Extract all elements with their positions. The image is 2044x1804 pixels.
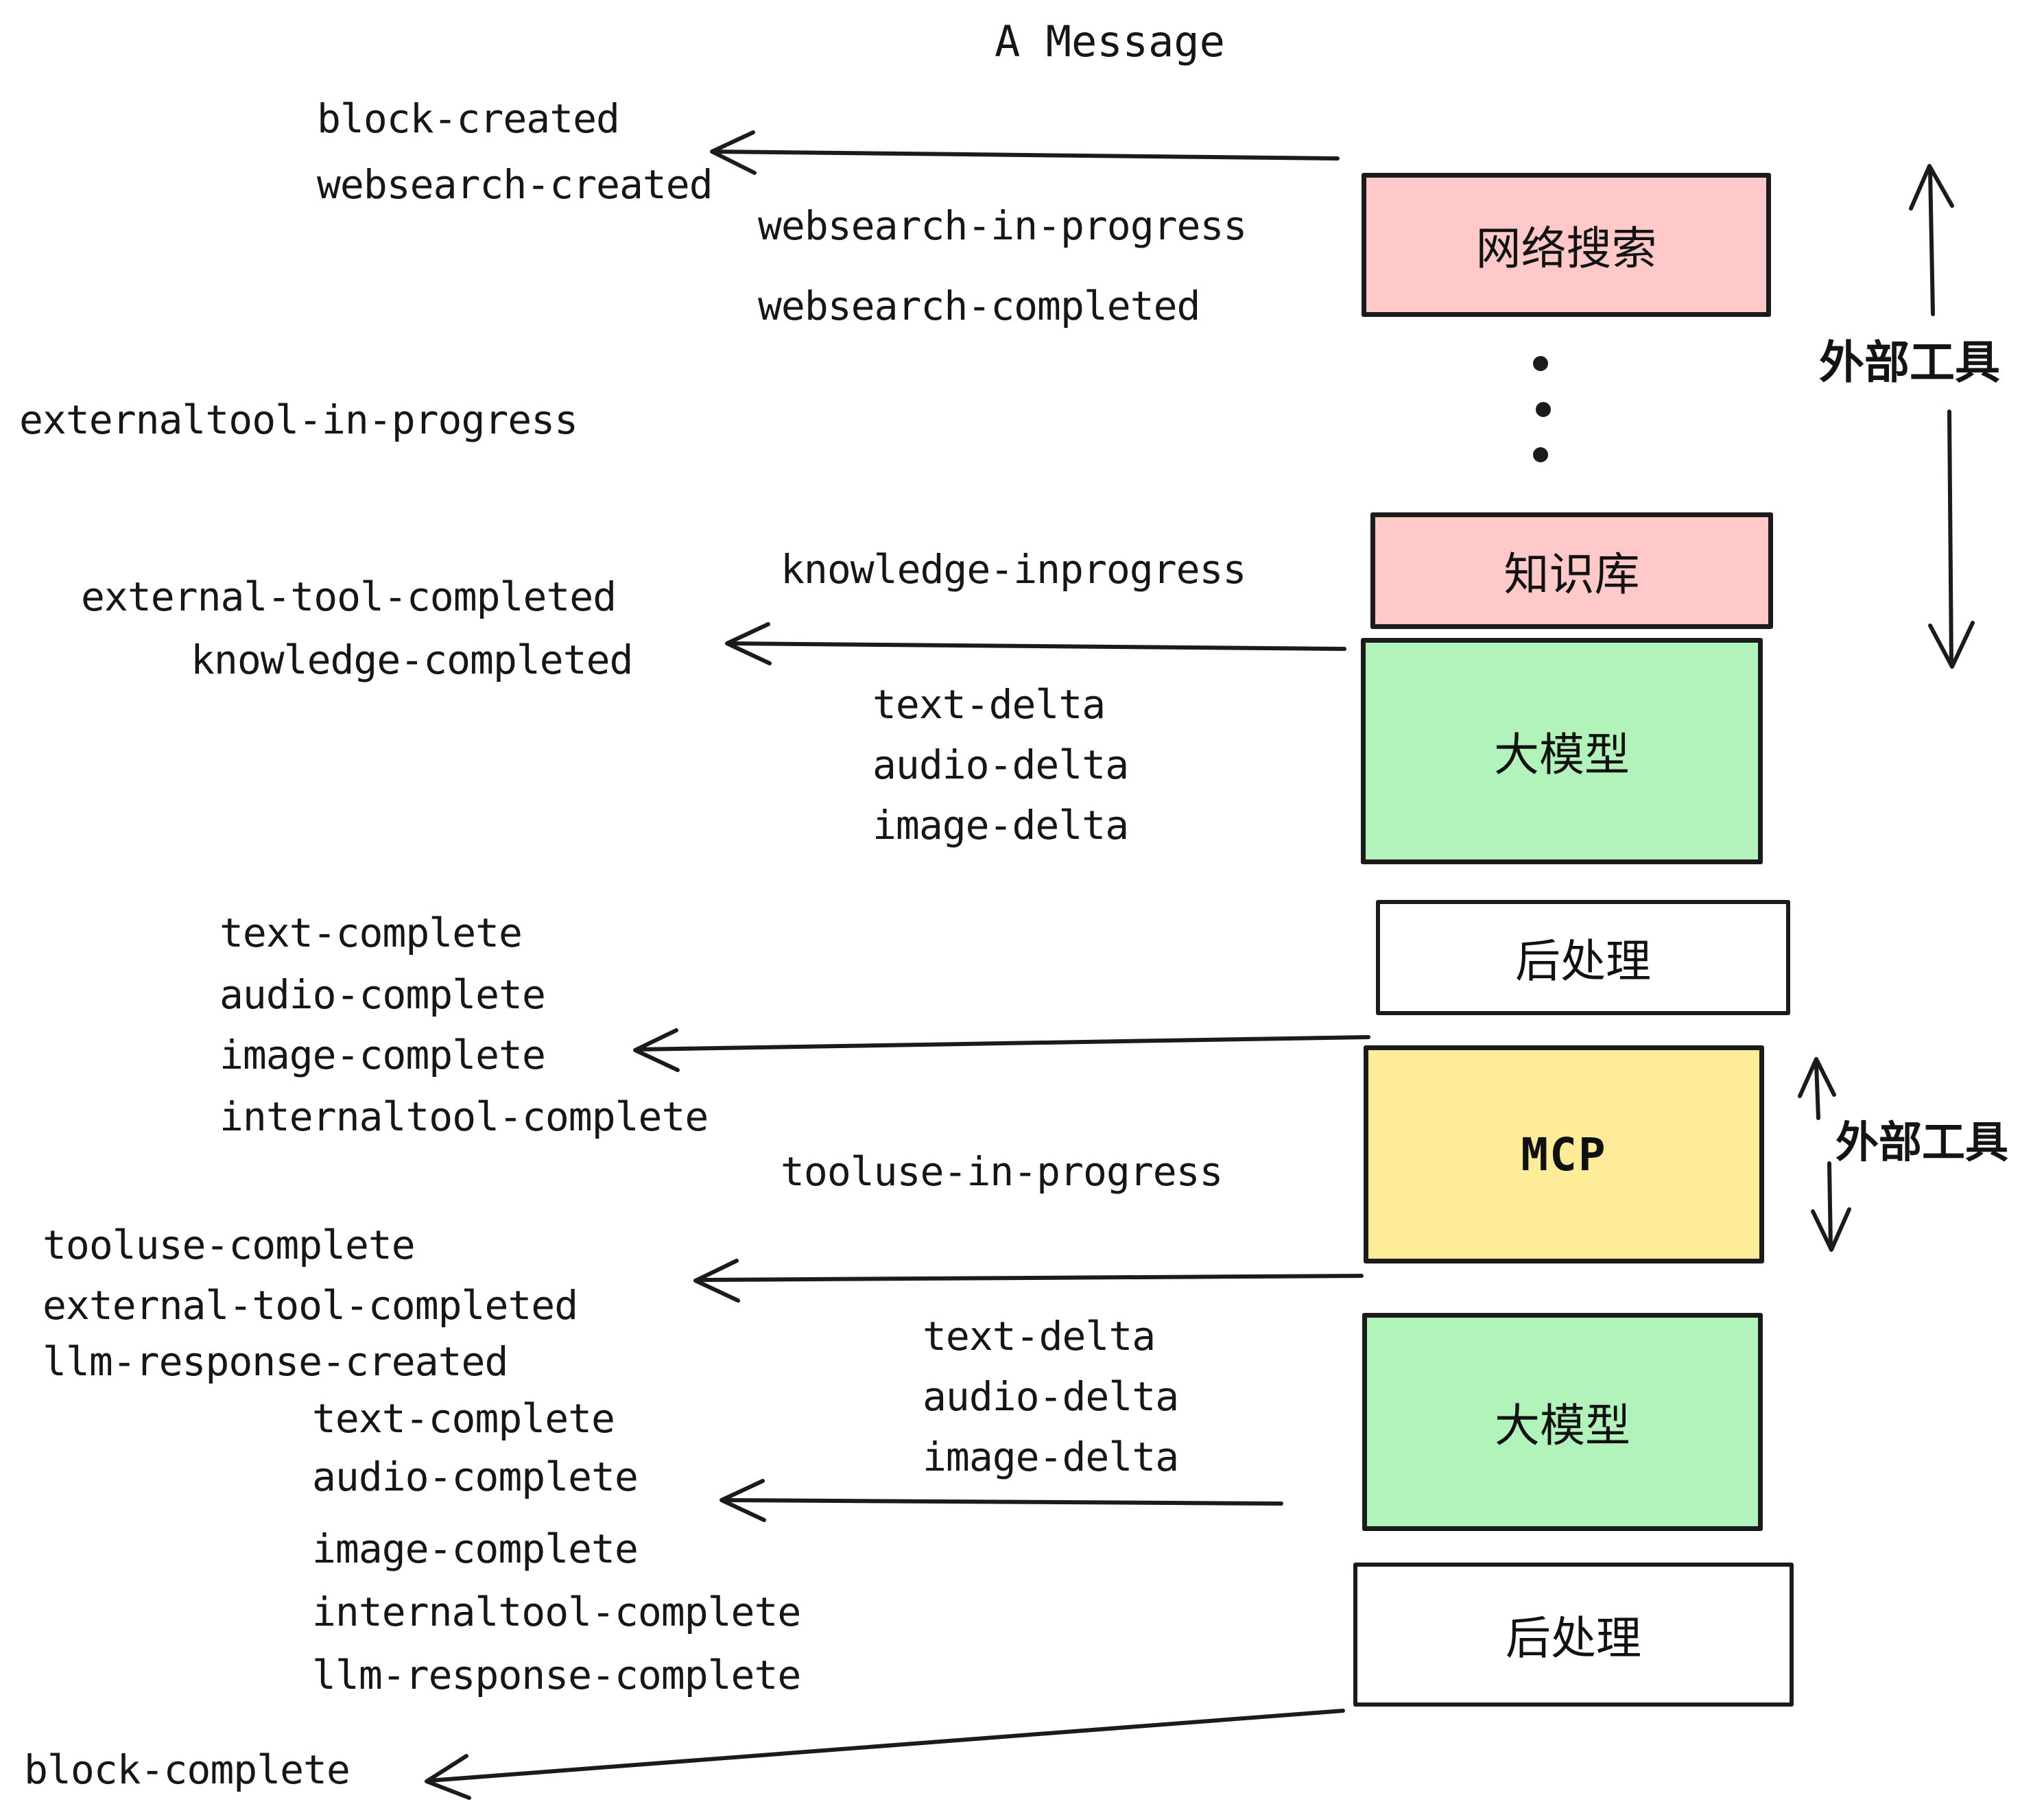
page-title: A Message bbox=[995, 16, 1225, 67]
box-postprocess-2-label: 后处理 bbox=[1506, 1612, 1641, 1665]
event-label-websearch-completed: websearch-completed bbox=[758, 283, 1200, 329]
box-knowledge-base-label: 知识库 bbox=[1504, 548, 1640, 601]
arrow-tooluse-complete bbox=[693, 1259, 1364, 1303]
event-label-external-tool-completed: external-tool-completed bbox=[81, 573, 617, 620]
event-label-internaltool-complete-2: internaltool-complete bbox=[312, 1589, 801, 1635]
event-label-image-complete: image-complete bbox=[219, 1032, 546, 1078]
box-websearch: 网络搜索 bbox=[1362, 173, 1771, 317]
box-postprocess-2: 后处理 bbox=[1353, 1563, 1794, 1707]
event-label-image-delta-2: image-delta bbox=[923, 1434, 1179, 1480]
box-knowledge-base: 知识库 bbox=[1370, 512, 1773, 629]
ellipsis-dots-icon bbox=[1533, 356, 1551, 462]
event-label-block-complete: block-complete bbox=[24, 1746, 350, 1793]
arrow-block-complete bbox=[425, 1709, 1345, 1800]
event-label-text-complete: text-complete bbox=[219, 910, 523, 956]
arrow-audio-complete bbox=[720, 1479, 1283, 1522]
event-label-external-tool-completed-2: external-tool-completed bbox=[43, 1282, 578, 1329]
box-postprocess-1: 后处理 bbox=[1376, 900, 1790, 1015]
event-label-text-complete-2: text-complete bbox=[312, 1395, 615, 1442]
event-label-audio-complete: audio-complete bbox=[219, 971, 546, 1018]
box-llm-2: 大模型 bbox=[1362, 1313, 1763, 1531]
external-tools-annotation-1: 外部工具 bbox=[1819, 336, 2000, 389]
box-mcp: MCP bbox=[1364, 1045, 1764, 1263]
event-label-audio-complete-2: audio-complete bbox=[312, 1453, 639, 1500]
event-label-image-delta: image-delta bbox=[872, 802, 1129, 848]
event-label-websearch-in-progress: websearch-in-progress bbox=[758, 202, 1247, 249]
arrow-block-created bbox=[710, 130, 1340, 175]
event-label-tooluse-complete: tooluse-complete bbox=[43, 1222, 416, 1268]
event-label-websearch-created: websearch-created bbox=[317, 161, 713, 208]
event-label-tooluse-in-progress: tooluse-in-progress bbox=[781, 1148, 1223, 1195]
event-label-audio-delta: audio-delta bbox=[872, 741, 1129, 788]
external-tools-annotation-2: 外部工具 bbox=[1835, 1117, 2008, 1167]
arrow-image-complete bbox=[633, 1028, 1370, 1072]
box-websearch-label: 网络搜索 bbox=[1475, 222, 1657, 275]
event-label-text-delta: text-delta bbox=[872, 681, 1106, 728]
external-tools-down-arrow-1 bbox=[1928, 410, 1975, 669]
event-label-knowledge-inprogress: knowledge-inprogress bbox=[781, 546, 1246, 593]
box-llm-1-label: 大模型 bbox=[1494, 728, 1630, 781]
external-tools-down-arrow-2 bbox=[1811, 1161, 1851, 1252]
event-label-image-complete-2: image-complete bbox=[312, 1526, 639, 1572]
arrow-knowledge-completed bbox=[725, 622, 1346, 665]
event-label-externaltool-in-progress: externaltool-in-progress bbox=[19, 396, 578, 443]
box-postprocess-1-label: 后处理 bbox=[1515, 935, 1651, 988]
event-label-knowledge-completed: knowledge-completed bbox=[191, 637, 633, 683]
event-label-audio-delta-2: audio-delta bbox=[923, 1373, 1179, 1420]
event-label-block-created: block-created bbox=[317, 95, 620, 142]
event-label-internaltool-complete: internaltool-complete bbox=[219, 1093, 709, 1140]
box-mcp-label: MCP bbox=[1521, 1128, 1607, 1181]
external-tools-up-arrow-1 bbox=[1909, 164, 1954, 316]
event-label-text-delta-2: text-delta bbox=[923, 1313, 1156, 1360]
box-llm-1: 大模型 bbox=[1361, 638, 1763, 864]
event-label-llm-response-complete: llm-response-complete bbox=[312, 1652, 801, 1698]
event-label-llm-response-created: llm-response-created bbox=[43, 1338, 508, 1385]
external-tools-up-arrow-2 bbox=[1798, 1057, 1836, 1120]
box-llm-2-label: 大模型 bbox=[1495, 1399, 1630, 1452]
